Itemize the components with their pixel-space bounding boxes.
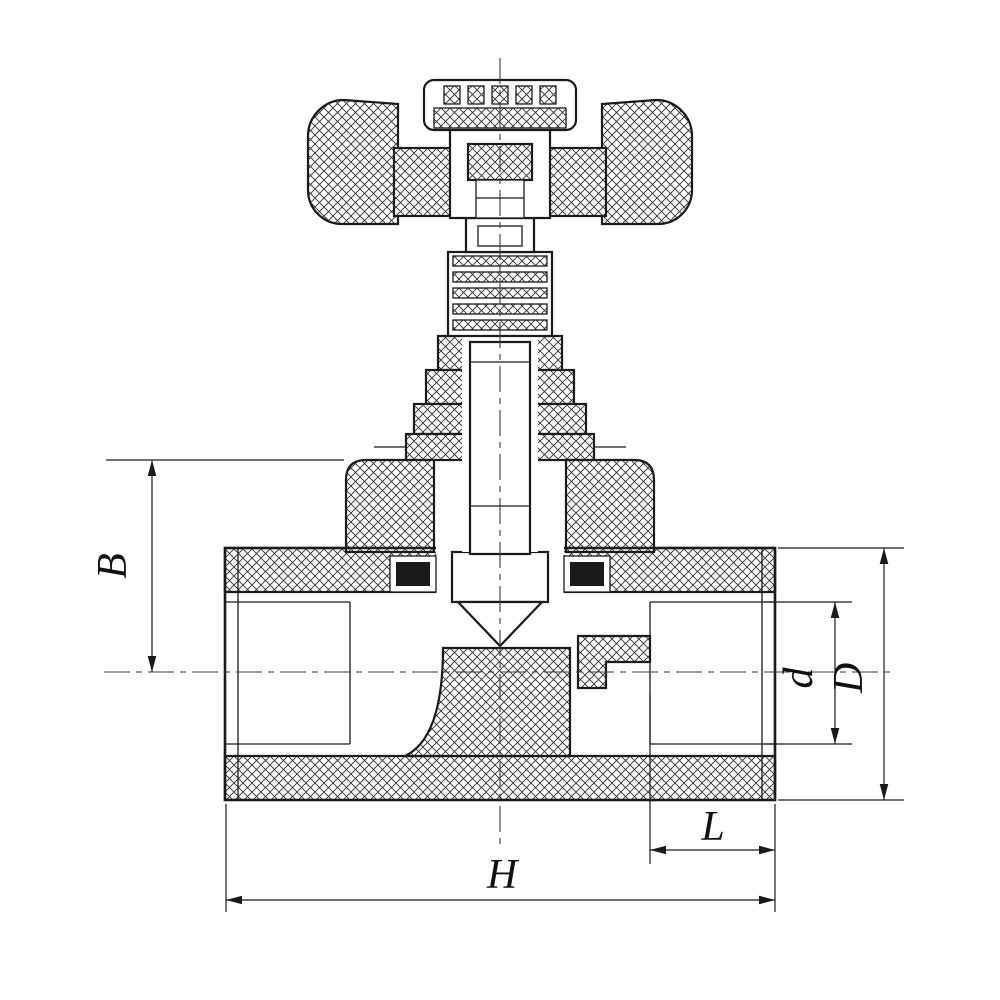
dimension-d: d	[765, 601, 852, 745]
right-port-socket	[649, 601, 775, 745]
dimension-L: L	[649, 694, 776, 912]
dimension-label-d: d	[776, 667, 822, 689]
union-nut-left	[344, 458, 436, 554]
handwheel-lobe-left	[306, 98, 400, 226]
dimension-H: H	[225, 804, 775, 912]
handwheel-lobe-right	[600, 98, 694, 226]
dimension-B: B	[90, 459, 344, 672]
left-port-socket	[225, 601, 351, 745]
union-nut-right	[564, 458, 656, 554]
bonnet-gaskets	[389, 555, 611, 593]
dimension-label-b: B	[90, 553, 136, 579]
dimension-label-L: L	[700, 804, 724, 850]
dimension-D: D	[778, 547, 904, 801]
gasket-right	[570, 562, 604, 586]
flow-partition-wall	[404, 646, 572, 758]
dimension-label-D: D	[826, 663, 872, 694]
gasket-left	[396, 562, 430, 586]
handwheel-web-left	[392, 146, 456, 218]
dimension-label-H: H	[486, 852, 520, 898]
handwheel-web-right	[544, 146, 608, 218]
seat-hook-wall	[576, 634, 652, 690]
